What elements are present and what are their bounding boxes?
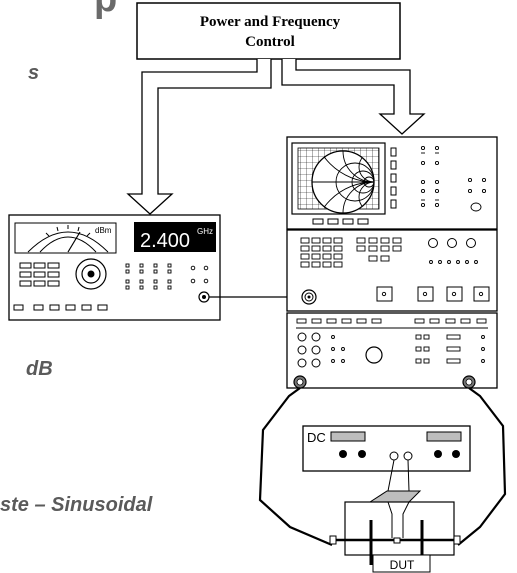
power-meter-bottom-buttons[interactable] [13,304,108,311]
control-arrows [126,59,426,215]
analyzer-keypad[interactable] [300,237,402,268]
smith-chart [311,150,375,214]
indicator-grid [125,263,209,290]
bottom-module-indicators [331,335,485,363]
power-meter-knob[interactable] [75,258,107,290]
analyzer-round-buttons[interactable] [428,238,476,248]
dc-label: DC [307,430,326,445]
bias-probe [368,490,422,503]
top-module-indicators [420,145,487,212]
bottom-module-buttons[interactable] [296,318,487,324]
analyzer-input-connector[interactable] [301,289,317,305]
analyzer-port-1[interactable] [293,375,307,389]
digital-display [134,222,216,252]
power-frequency-control-box: Power and Frequency Control [136,2,401,60]
fixture-body [344,501,455,556]
control-box-label-line2: Control [245,34,295,50]
probe-leads [387,501,410,538]
meter-needle [67,231,81,253]
slide-text-fragment-bottom: ste – Sinusoidal [0,494,153,516]
dc-display-right [426,431,462,442]
power-meter-output-connector[interactable] [198,291,210,303]
fixture-port-left [329,535,337,545]
network-analyzer [286,136,498,389]
analyzer-port-dots [381,291,484,297]
bottom-module-round-buttons[interactable] [297,332,321,368]
bias-wires [387,459,410,492]
analog-meter-dial [27,225,109,253]
slide-title-fragment: p [94,0,117,21]
dc-supply: DC [302,425,471,472]
display-value: 2.400 [140,230,190,252]
control-box-label-line1: Power and Frequency [200,14,341,30]
analyzer-port-boxes[interactable] [376,286,490,302]
screen-softkeys[interactable] [312,147,397,225]
bottom-module-knob[interactable] [365,346,383,364]
analyzer-port-2[interactable] [462,375,476,389]
dut-label-box [372,554,431,573]
control-box-frame [136,2,401,60]
analyzer-led-row [429,260,478,264]
dut-label: DUT [390,558,415,572]
fixture-port-right [453,535,461,545]
control-arrow-right [281,59,426,135]
dut-chip [393,537,401,544]
meter-unit-label: dBm [95,226,112,235]
control-arrow-left [126,59,272,215]
slide-text-fragment-s: s [28,62,40,84]
analyzer-bottom-module [286,312,498,389]
display-unit: GHz [197,227,213,236]
dc-knobs[interactable] [339,450,460,458]
power-meter-keypad [19,262,60,287]
test-cables [258,387,507,547]
dut-fixture: DUT [329,490,461,573]
slide-text-fragment-db: dB [26,358,53,380]
bottom-module-small-keys[interactable] [415,334,461,364]
power-meter: dBm 2.400 GHz [8,214,221,321]
dc-display-left [330,431,366,442]
